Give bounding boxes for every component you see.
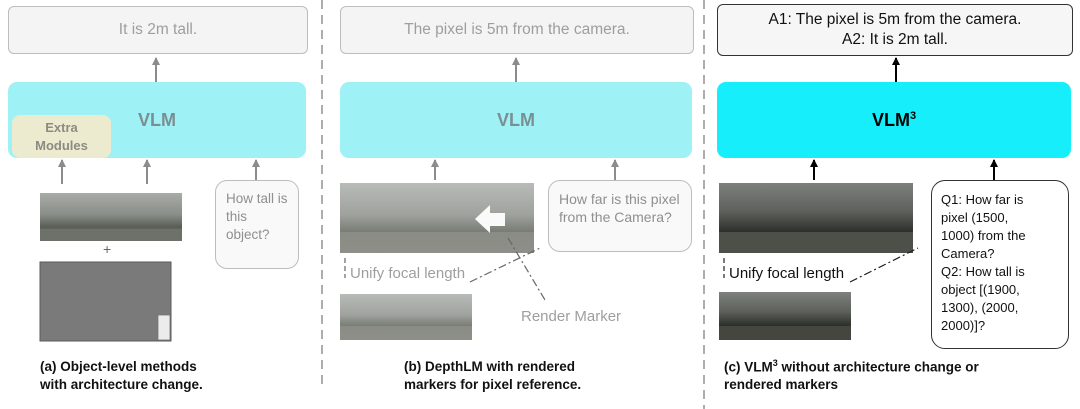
caption-c-sup: 3: [772, 358, 778, 368]
caption-a: (a) Object-level methods with architectu…: [40, 358, 310, 393]
output-box-a: It is 2m tall.: [8, 6, 308, 54]
output-text-b: The pixel is 5m from the camera.: [404, 21, 630, 38]
extra-modules-line-1: Extra: [45, 119, 78, 135]
question-c-line-1: Q1: How far is: [941, 192, 1024, 207]
unify-focal-label-b: Unify focal length: [350, 265, 466, 282]
output-box-b: The pixel is 5m from the camera.: [340, 6, 694, 54]
question-c-line-6: object [(1900,: [941, 281, 1020, 297]
extra-modules-line-2: Modules: [35, 137, 88, 153]
caption-a-line-2: with architecture change.: [40, 376, 203, 392]
question-box-b: How far is this pixel from the Camera?: [548, 180, 692, 252]
vlm-label-a: VLM: [138, 109, 176, 130]
question-c-line-7: 1300), (2000,: [941, 299, 1019, 315]
vlm-label-c: VLM3: [871, 109, 917, 130]
caption-b: (b) DepthLM with rendered markers for pi…: [404, 358, 694, 393]
question-c-line-2: pixel (1500,: [941, 209, 1009, 225]
caption-a-line-1: (a) Object-level methods: [40, 359, 197, 374]
caption-b-line-2: markers for pixel reference.: [404, 376, 582, 392]
question-c-line-8: 2000)]?: [941, 317, 986, 333]
output-text-c-line-1: A1: The pixel is 5m from the camera.: [768, 10, 1022, 28]
question-text-a: How tall is this object?: [226, 191, 288, 242]
plus-sign: +: [103, 241, 112, 257]
depth-marker-a: [157, 314, 171, 341]
question-box-c: Q1: How far is pixel (1500, 1000) from t…: [931, 180, 1069, 349]
unify-focal-label-c: Unify focal length: [729, 265, 845, 282]
question-text-b: How far is this pixel from the Camera?: [559, 191, 680, 226]
caption-c-line-2: rendered markers: [724, 377, 839, 393]
vlm-block-c: VLM3: [717, 82, 1071, 158]
extra-modules-box: Extra Modules: [12, 115, 111, 158]
caption-c-prefix: (c) VLM: [724, 359, 773, 375]
question-c-line-5: Q2: How tall is: [941, 263, 1025, 279]
caption-b-line-1: (b) DepthLM with rendered: [404, 359, 575, 374]
vlm-block-b: VLM: [340, 82, 692, 158]
output-text-a: It is 2m tall.: [118, 21, 198, 38]
focal-dashed-c-right: [849, 247, 919, 283]
render-marker-arrow: [475, 205, 505, 233]
render-marker-label: Render Marker: [521, 308, 622, 325]
question-c-line-3: 1000) from the: [941, 227, 1026, 243]
caption-c: (c) VLM3 without architecture change or …: [724, 358, 1074, 394]
focal-dashed-b-right: [469, 247, 541, 283]
question-c-line-4: Camera?: [941, 245, 995, 261]
vlm-label-c-sup: 3: [909, 109, 917, 122]
output-text-c-line-2: A2: It is 2m tall.: [842, 31, 948, 48]
question-box-a: How tall is this object?: [215, 180, 299, 269]
vlm-label-b: VLM: [497, 109, 535, 130]
image-depth-map-a: [39, 261, 172, 342]
caption-c-line-1: (c) VLM3 without architecture change or: [724, 358, 1074, 376]
output-box-c: A1: The pixel is 5m from the camera. A2:…: [717, 4, 1073, 56]
render-marker-line: [507, 237, 546, 301]
caption-c-rest: without architecture change or: [777, 359, 979, 375]
